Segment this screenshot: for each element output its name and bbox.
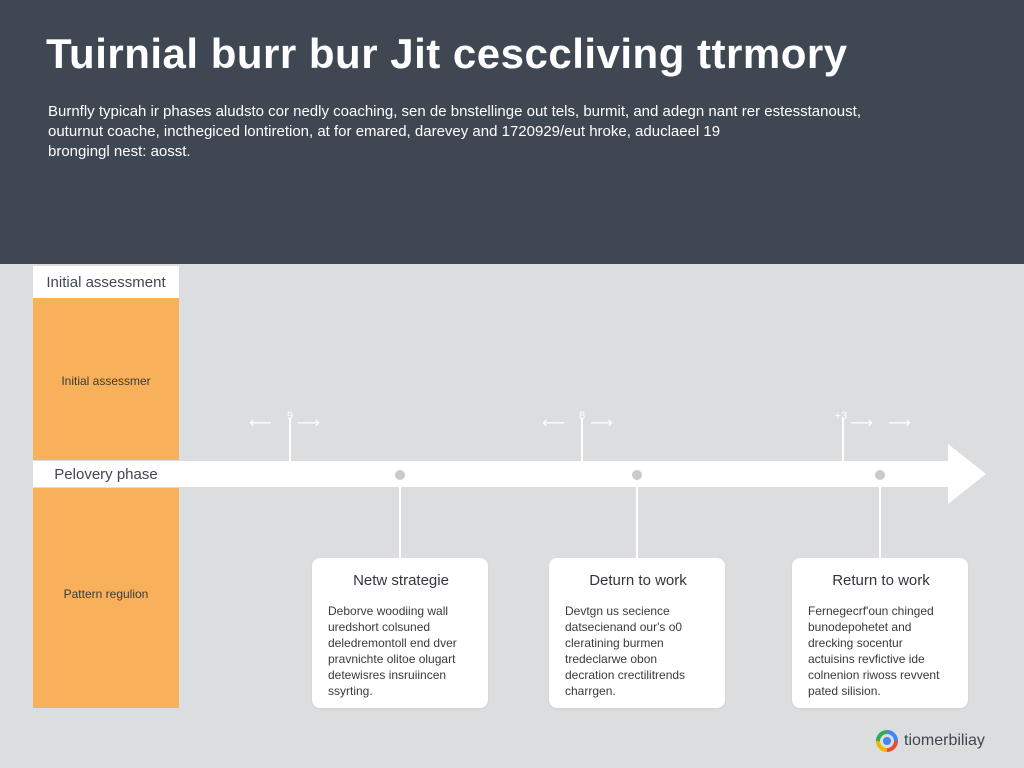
card-line: ssyrting. <box>328 684 373 698</box>
brand-logo: tiomerbiliay <box>876 730 985 752</box>
description-line: outurnut coache, incthegiced lontiretion… <box>48 123 721 140</box>
left-arrow-icon: ⟵ <box>542 415 565 432</box>
description-line: Burnfly typicah ir phases aludsto cor ne… <box>48 103 861 120</box>
card-body: Fernegecrf'oun chinged bunodepohetet and… <box>808 603 954 699</box>
card-line: actuisins revfictive ide <box>808 652 925 666</box>
stage-card: Netw strategie Deborve woodiing wall ure… <box>312 558 488 708</box>
marker-number: +3 <box>834 410 848 422</box>
card-line: datsecienand our's o0 <box>565 620 683 634</box>
timeline-node <box>874 469 886 481</box>
connector-line <box>399 483 401 558</box>
timeline-node <box>394 469 406 481</box>
card-line: uredshort colsuned <box>328 620 431 634</box>
card-line: pated silision. <box>808 684 881 698</box>
description-line: brongingl nest: aosst. <box>48 143 191 160</box>
card-line: cleratining burmen <box>565 636 664 650</box>
connector-line <box>636 483 638 558</box>
pattern-regulation-label: Pattern regulion <box>63 587 149 601</box>
card-line: colnenion riwoss revvent <box>808 668 940 682</box>
card-line: pravnichte olitoe olugart <box>328 652 456 666</box>
card-line: detewisres insruiincen <box>328 668 447 682</box>
timeline-arrow-shaft <box>33 461 953 487</box>
card-line: bunodepohetet and <box>808 620 912 634</box>
logo-icon <box>876 730 898 752</box>
initial-assessment-label: Initial assessmer <box>61 374 151 388</box>
phase-block-top <box>33 298 179 460</box>
page-title: Tuirnial burr bur Jit cesccliving ttrmor… <box>46 30 848 77</box>
left-arrow-icon: ⟵ <box>249 415 272 432</box>
marker-number: 8 <box>578 410 586 422</box>
marker-number: 9 <box>286 410 294 422</box>
timeline-arrow-head <box>948 444 986 504</box>
right-arrow-icon: ⟶ <box>297 415 320 432</box>
card-title: Deturn to work <box>589 572 687 589</box>
card-line: deledremontoll end dver <box>328 636 457 650</box>
recovery-phase-tag: Pelovery phase <box>33 461 179 487</box>
right-arrow-icon: ⟶ <box>850 415 873 432</box>
right-arrow-icon: ⟶ <box>888 415 911 432</box>
stage-card: Return to work Fernegecrf'oun chinged bu… <box>792 558 968 708</box>
card-line: tredeclarwe obon <box>565 652 658 666</box>
timeline-node <box>631 469 643 481</box>
card-line: Fernegecrf'oun chinged <box>808 604 934 618</box>
card-body: Deborve woodiing wall uredshort colsuned… <box>328 603 474 699</box>
phase-block-bottom <box>33 488 179 708</box>
marker-line <box>581 418 583 461</box>
card-title: Netw strategie <box>353 572 449 589</box>
card-line: Deborve woodiing wall <box>328 604 449 618</box>
connector-line <box>879 483 881 558</box>
card-line: charrgen. <box>565 684 616 698</box>
card-line: drecking socentur <box>808 636 903 650</box>
initial-assessment-tag: Initial assessment <box>33 266 179 298</box>
marker-line <box>842 418 844 461</box>
card-body: Devtgn us secience datsecienand our's o0… <box>565 603 711 699</box>
card-line: Devtgn us secience <box>565 604 670 618</box>
right-arrow-icon: ⟶ <box>590 415 613 432</box>
card-title: Return to work <box>832 572 930 589</box>
stage-card: Deturn to work Devtgn us secience datsec… <box>549 558 725 708</box>
header-banner: Tuirnial burr bur Jit cesccliving ttrmor… <box>0 0 1024 264</box>
card-line: decration crectilitrends <box>565 668 686 682</box>
marker-line <box>289 418 291 461</box>
page-description: Burnfly typicah ir phases aludsto cor ne… <box>48 102 968 162</box>
logo-text: tiomerbiliay <box>904 732 985 749</box>
